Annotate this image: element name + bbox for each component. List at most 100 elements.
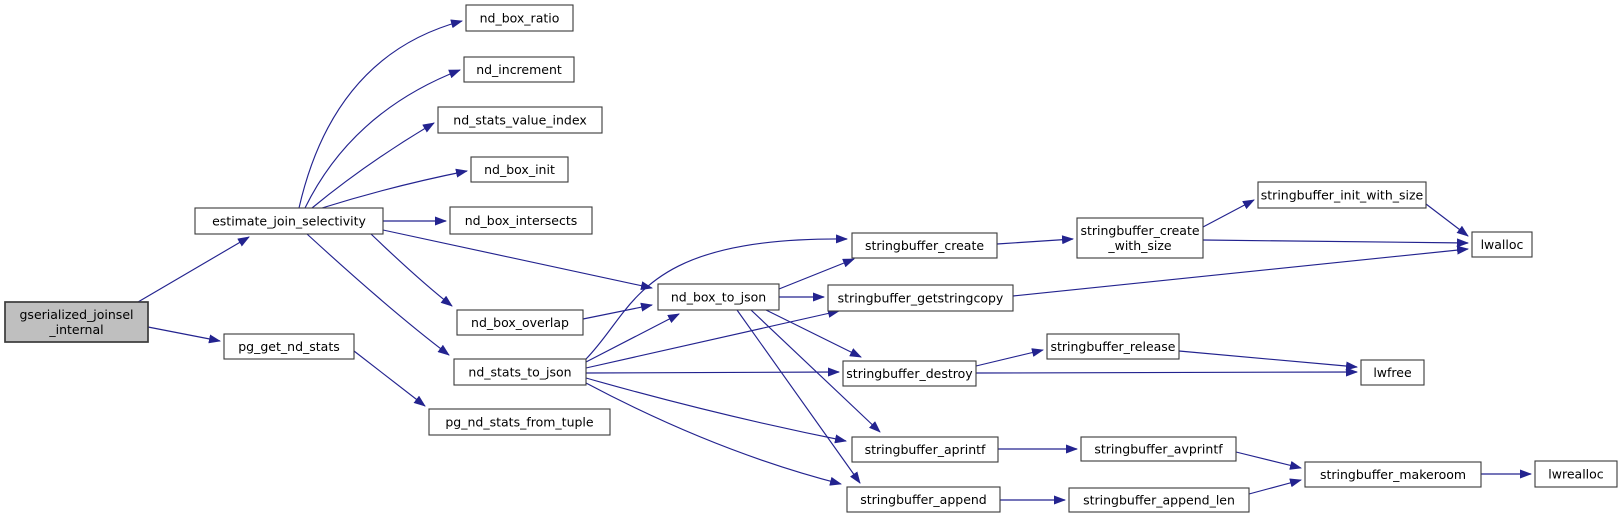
- node-label-line: nd_box_init: [484, 162, 555, 177]
- node-stringbuffer_append[interactable]: stringbuffer_append: [846, 486, 1001, 513]
- node-nd_stats_to_json[interactable]: nd_stats_to_json: [453, 358, 587, 386]
- node-label-line: pg_nd_stats_from_tuple: [445, 414, 594, 429]
- node-nd_box_init[interactable]: nd_box_init: [470, 156, 569, 183]
- node-label: stringbuffer_append_len: [1083, 492, 1235, 507]
- node-label-line: lwrealloc: [1548, 466, 1604, 481]
- edge-estimate_join_selectivity--nd_box_init: [321, 168, 468, 209]
- node-label: stringbuffer_makeroom: [1320, 467, 1466, 482]
- node-label: stringbuffer_avprintf: [1094, 441, 1223, 456]
- edge-nd_box_overlap--nd_box_to_json: [582, 302, 653, 320]
- edge-gserialized_joinsel_internal--pg_get_nd_stats: [147, 326, 221, 344]
- node-pg_nd_stats_from_tuple[interactable]: pg_nd_stats_from_tuple: [428, 408, 611, 436]
- edge-nd_stats_to_json--nd_box_to_json: [585, 313, 680, 363]
- node-box: [453, 358, 587, 386]
- node-lwfree[interactable]: lwfree: [1360, 359, 1425, 386]
- node-box: [428, 408, 611, 436]
- node-label: nd_box_intersects: [465, 213, 578, 228]
- node-box: [194, 207, 384, 235]
- node-label-line: estimate_join_selectivity: [212, 213, 366, 228]
- node-label: stringbuffer_release: [1050, 339, 1175, 354]
- node-stringbuffer_init_with_size[interactable]: stringbuffer_init_with_size: [1257, 181, 1427, 209]
- node-label: stringbuffer_destroy: [846, 366, 973, 381]
- node-label-line: stringbuffer_create: [1080, 223, 1199, 238]
- node-label-line: nd_stats_to_json: [468, 364, 571, 379]
- node-box: [657, 283, 780, 311]
- node-label: gserialized_joinsel_internal: [20, 307, 134, 337]
- edge-nd_stats_to_json--stringbuffer_getstringcopy: [585, 309, 840, 369]
- node-box: [851, 232, 998, 259]
- node-nd_box_to_json[interactable]: nd_box_to_json: [657, 283, 780, 311]
- node-box: [1068, 487, 1250, 513]
- node-label: lwfree: [1373, 365, 1412, 380]
- node-label: nd_stats_value_index: [453, 112, 586, 127]
- node-label: lwalloc: [1481, 237, 1524, 252]
- node-label-line: pg_get_nd_stats: [238, 339, 340, 354]
- node-stringbuffer_create_with_size[interactable]: stringbuffer_create_with_size: [1076, 217, 1204, 259]
- node-label: pg_nd_stats_from_tuple: [445, 414, 594, 429]
- node-gserialized_joinsel_internal[interactable]: gserialized_joinsel_internal: [4, 301, 149, 343]
- node-stringbuffer_getstringcopy[interactable]: stringbuffer_getstringcopy: [827, 284, 1014, 312]
- node-box: [1080, 436, 1237, 462]
- node-label: lwrealloc: [1548, 466, 1604, 481]
- node-nd_increment[interactable]: nd_increment: [463, 56, 575, 83]
- node-lwrealloc[interactable]: lwrealloc: [1534, 460, 1618, 488]
- node-box: [449, 206, 593, 235]
- node-nd_stats_value_index[interactable]: nd_stats_value_index: [437, 106, 603, 134]
- node-box: [842, 360, 977, 387]
- node-box: [1304, 461, 1482, 488]
- node-label-line: _with_size: [1107, 238, 1172, 253]
- node-label: nd_box_init: [484, 162, 555, 177]
- node-label-line: stringbuffer_init_with_size: [1261, 187, 1424, 202]
- edge-nd_box_to_json--stringbuffer_aprintf: [750, 309, 881, 433]
- node-box: [4, 301, 149, 343]
- node-label-line: nd_box_overlap: [471, 315, 569, 330]
- node-label: estimate_join_selectivity: [212, 213, 366, 228]
- node-lwalloc[interactable]: lwalloc: [1471, 231, 1533, 258]
- node-stringbuffer_append_len[interactable]: stringbuffer_append_len: [1068, 487, 1250, 513]
- node-label-line: lwalloc: [1481, 237, 1524, 252]
- edge-gserialized_joinsel_internal--estimate_join_selectivity: [137, 236, 250, 303]
- edge-estimate_join_selectivity--nd_stats_to_json: [306, 233, 450, 356]
- node-label-line: stringbuffer_release: [1050, 339, 1175, 354]
- node-box: [1471, 231, 1533, 258]
- node-stringbuffer_destroy[interactable]: stringbuffer_destroy: [842, 360, 977, 387]
- node-stringbuffer_aprintf[interactable]: stringbuffer_aprintf: [851, 436, 999, 463]
- node-label: nd_box_overlap: [471, 315, 569, 330]
- edge-stringbuffer_avprintf--stringbuffer_makeroom: [1235, 451, 1302, 470]
- node-box: [1360, 359, 1425, 386]
- node-estimate_join_selectivity[interactable]: estimate_join_selectivity: [194, 207, 384, 235]
- node-pg_get_nd_stats[interactable]: pg_get_nd_stats: [223, 333, 355, 360]
- node-stringbuffer_makeroom[interactable]: stringbuffer_makeroom: [1304, 461, 1482, 488]
- edge-stringbuffer_release--lwfree: [1178, 350, 1358, 371]
- edge-stringbuffer_getstringcopy--lwalloc: [1012, 245, 1469, 297]
- node-label-line: nd_box_intersects: [465, 213, 578, 228]
- edge-nd_box_to_json--stringbuffer_create: [778, 258, 855, 290]
- edge-estimate_join_selectivity--nd_increment: [304, 69, 461, 209]
- node-label: stringbuffer_create: [865, 238, 984, 253]
- node-box: [1046, 333, 1180, 360]
- node-label-line: stringbuffer_makeroom: [1320, 467, 1466, 482]
- edge-stringbuffer_create--stringbuffer_create_with_size: [996, 235, 1074, 245]
- edge-pg_get_nd_stats--pg_nd_stats_from_tuple: [353, 350, 426, 407]
- edge-stringbuffer_create_with_size--stringbuffer_init_with_size: [1202, 199, 1255, 228]
- node-label-line: _internal: [48, 322, 103, 337]
- edge-estimate_join_selectivity--nd_box_overlap: [370, 233, 453, 307]
- node-box: [827, 284, 1014, 312]
- node-nd_box_ratio[interactable]: nd_box_ratio: [465, 4, 574, 32]
- node-label-line: lwfree: [1373, 365, 1412, 380]
- node-box: [851, 436, 999, 463]
- node-box: [846, 486, 1001, 513]
- edge-nd_box_to_json--stringbuffer_destroy: [765, 309, 862, 358]
- node-label-line: stringbuffer_getstringcopy: [838, 290, 1004, 305]
- edge-nd_box_to_json--stringbuffer_append: [736, 309, 861, 484]
- node-label-line: stringbuffer_destroy: [846, 366, 973, 381]
- node-nd_box_overlap[interactable]: nd_box_overlap: [456, 309, 584, 336]
- node-stringbuffer_avprintf[interactable]: stringbuffer_avprintf: [1080, 436, 1237, 462]
- node-nd_box_intersects[interactable]: nd_box_intersects: [449, 206, 593, 235]
- node-label: stringbuffer_append: [860, 492, 987, 507]
- node-stringbuffer_release[interactable]: stringbuffer_release: [1046, 333, 1180, 360]
- node-stringbuffer_create[interactable]: stringbuffer_create: [851, 232, 998, 259]
- node-label-line: nd_box_ratio: [480, 10, 560, 25]
